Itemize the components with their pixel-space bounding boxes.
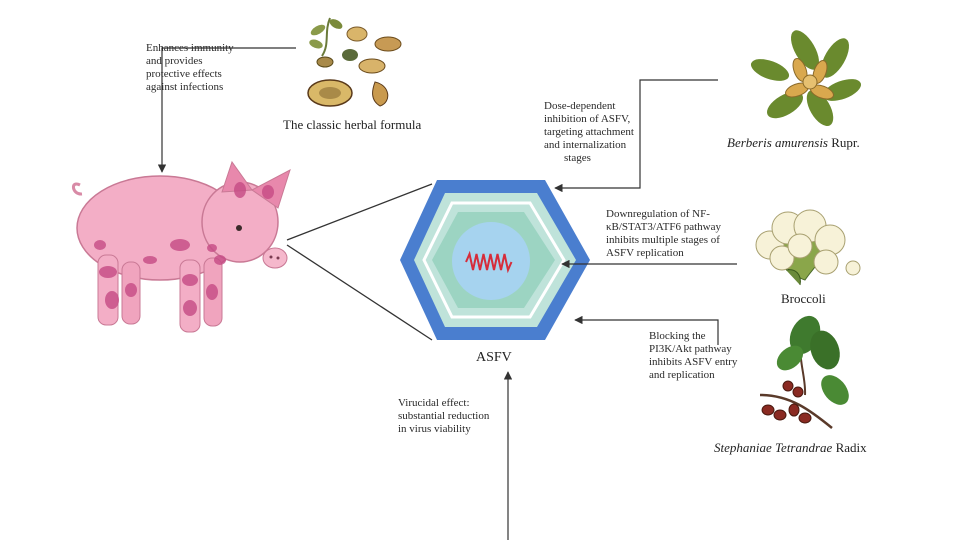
broccoli-effect-line: inhibits multiple stages of — [606, 234, 720, 246]
asfv-hexagon-icon — [400, 180, 590, 340]
bottom-effect-line: in virus viability — [398, 423, 471, 435]
broccoli-effect-line: κB/STAT3/ATF6 pathway — [606, 221, 721, 233]
stephania-effect-line: PI3K/Akt pathway — [649, 343, 732, 355]
bottom-effect-line: substantial reduction — [398, 410, 490, 422]
herbal-effect-line: Enhances immunity — [146, 42, 234, 54]
berberis-effect-line: inhibition of ASFV, — [544, 113, 631, 125]
stephania-effect-line: and replication — [649, 369, 715, 381]
stephania-effect-line: inhibits ASFV entry — [649, 356, 738, 368]
broccoli-effect-line: Downregulation of NF- — [606, 208, 710, 220]
berberis-label: Berberis amurensis Rupr. — [727, 135, 860, 151]
broccoli-effect-line: ASFV replication — [606, 247, 684, 259]
berberis-label-rest: Rupr. — [828, 135, 860, 150]
berberis-effect-line: Dose-dependent — [544, 100, 616, 112]
herbal-arrow — [157, 47, 296, 173]
herbal-effect-line: and provides — [146, 55, 203, 67]
pig-icon — [72, 160, 291, 333]
berberis-label-italic: Berberis amurensis — [727, 135, 828, 150]
pig-virus-line-top — [286, 183, 433, 241]
broccoli-label: Broccoli — [781, 291, 826, 306]
herbal-label: The classic herbal formula — [283, 117, 422, 132]
stephania-arrow — [574, 315, 719, 345]
berberis-effect-line: targeting attachment — [544, 126, 634, 138]
berberis-effect-line: and internalization — [544, 139, 627, 151]
herbal-effect-line: against infections — [146, 81, 224, 93]
pig-virus-line-bottom — [286, 244, 433, 341]
broccoli-effect-text: Downregulation of NF- κB/STAT3/ATF6 path… — [606, 208, 746, 260]
bottom-effect-line: Virucidal effect: — [398, 397, 470, 409]
broccoli-icon — [755, 209, 861, 286]
stephania-effect-text: Blocking the PI3K/Akt pathway inhibits A… — [649, 330, 747, 382]
stephania-label-rest: Radix — [832, 440, 867, 455]
berberis-arrow — [554, 79, 718, 193]
berberis-flower-icon — [750, 30, 862, 127]
stephania-label-italic: Stephaniae Tetrandrae — [714, 440, 833, 455]
herbal-effect-text: Enhances immunity and provides protectiv… — [146, 42, 254, 94]
herb-mix-icon — [307, 17, 402, 107]
herbal-effect-line: protective effects — [146, 68, 222, 80]
stephania-label: Stephaniae Tetrandrae Radix — [714, 440, 867, 456]
berberis-effect-line: stages — [564, 152, 591, 164]
bottom-effect-text: Virucidal effect: substantial reduction … — [398, 397, 508, 436]
berberis-effect-text: Dose-dependent inhibition of ASFV, targe… — [544, 100, 642, 165]
asfv-label: ASFV — [476, 350, 512, 365]
stephania-branch-icon — [759, 315, 849, 429]
stephania-effect-line: Blocking the — [649, 330, 706, 342]
